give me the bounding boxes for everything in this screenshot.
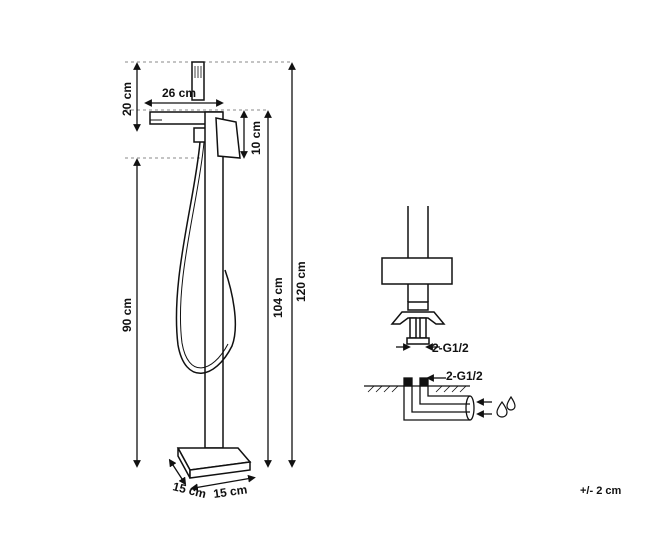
spout-height-label: 104 cm [271, 277, 285, 318]
base-depth-arrow [190, 474, 256, 492]
spout-reach-label: 26 cm [162, 86, 196, 100]
inlet-label-bottom: 2-G1/2 [446, 369, 483, 383]
inlet-fitting-right [419, 377, 429, 387]
mixer-handle [215, 117, 241, 159]
dimension-lines [133, 62, 296, 492]
handset-height-label: 20 cm [120, 82, 134, 116]
mounting-bracket [390, 311, 446, 325]
base-depth-label: 15 cm [212, 482, 248, 501]
reference-lines [125, 61, 292, 159]
connection-detail [381, 206, 453, 345]
inlet-pipe-left [409, 317, 417, 339]
pipe-end [465, 395, 475, 421]
column-height-label: 90 cm [120, 298, 134, 332]
total-height-label: 120 cm [294, 261, 308, 302]
base-width-label: 15 cm [171, 479, 207, 501]
water-drops-icon [496, 395, 516, 418]
inlet-fitting-left [403, 377, 413, 387]
inlet-label-top: 2-G1/2 [432, 341, 469, 355]
shower-hose [175, 141, 237, 374]
inlet-pipe-right [419, 317, 427, 339]
floor-installation [364, 377, 475, 421]
faucet-body [149, 61, 252, 479]
tolerance-note: +/- 2 cm [580, 485, 621, 497]
faucet-column [204, 111, 224, 449]
mixer-height-label: 10 cm [249, 121, 263, 155]
supply-pipe-inner [427, 386, 470, 397]
supply-pipe-outer [403, 386, 470, 421]
escutcheon [381, 257, 453, 285]
floor-hatching [367, 385, 467, 393]
base-width-arrow [168, 458, 187, 486]
supply-arrows [426, 374, 492, 418]
